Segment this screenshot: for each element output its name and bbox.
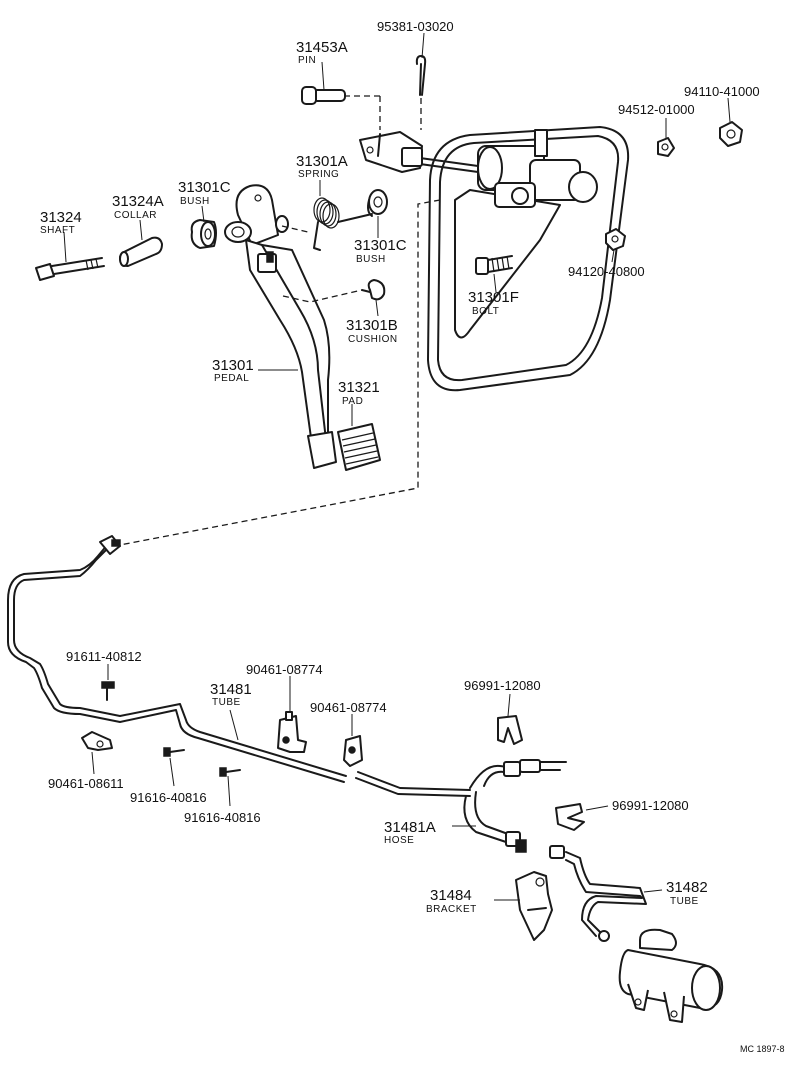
bush-left-number: 31301C xyxy=(178,179,231,196)
collar-31324a xyxy=(119,236,163,267)
bush-right-number: 31301C xyxy=(354,237,407,254)
tube1-number: 31481 xyxy=(210,681,252,698)
screw3-number: 91616-40816 xyxy=(184,810,261,825)
spring-name: SPRING xyxy=(298,169,339,180)
drawing-code: MC 1897-8 xyxy=(740,1044,785,1054)
pin-name: PIN xyxy=(298,55,316,66)
cotter-number: 95381-03020 xyxy=(377,19,454,34)
cushion-name: CUSHION xyxy=(348,334,398,345)
bolt-31301f xyxy=(475,255,513,275)
tube-to-hose xyxy=(355,771,471,797)
screw-91616-a xyxy=(163,747,185,757)
clutch-pedal xyxy=(224,184,337,469)
tube1-name: TUBE xyxy=(212,697,241,708)
bolt-name: BOLT xyxy=(472,306,499,317)
spring-number: 31301A xyxy=(296,153,348,170)
screw2-number: 91616-40816 xyxy=(130,790,207,805)
hose-31481a xyxy=(463,759,567,853)
bracket-31484 xyxy=(515,871,553,941)
shaft-31324 xyxy=(35,257,105,281)
pin-31453a xyxy=(301,86,346,105)
pedal-name: PEDAL xyxy=(214,373,249,384)
part-labels: 31453A PIN 95381-03020 31301A SPRING 313… xyxy=(40,19,785,1054)
nut-mid-number: 94120-40800 xyxy=(568,264,645,279)
nut-94120 xyxy=(605,228,626,251)
tube-31481 xyxy=(7,535,347,783)
clip2-number: 96991-12080 xyxy=(612,798,689,813)
clamp2-number: 90461-08774 xyxy=(310,700,387,715)
release-cylinder xyxy=(618,928,724,1023)
nut-94110 xyxy=(719,121,743,147)
clamp-90461-08774-b xyxy=(343,735,363,767)
bush-31301c-left xyxy=(190,219,217,249)
cushion-31301b xyxy=(361,279,386,301)
bolt-number: 31301F xyxy=(468,289,519,306)
washer-number: 94512-01000 xyxy=(618,102,695,117)
pedal-number: 31301 xyxy=(212,357,254,374)
bush-left-name: BUSH xyxy=(180,196,210,207)
cushion-number: 31301B xyxy=(346,317,398,334)
tube2-name: TUBE xyxy=(670,896,699,907)
clip-96991-right xyxy=(555,803,585,831)
pin-number: 31453A xyxy=(296,39,348,56)
leader-lines xyxy=(63,32,731,901)
bush-right-name: BUSH xyxy=(356,254,386,265)
hose-name: HOSE xyxy=(384,835,414,846)
clamp-90461-08774-a xyxy=(277,711,307,753)
cotter-pin xyxy=(415,55,427,96)
clip1-number: 96991-12080 xyxy=(464,678,541,693)
tube-31482 xyxy=(549,845,647,942)
pad-name: PAD xyxy=(342,396,363,407)
hose-number: 31481A xyxy=(384,819,436,836)
screw1-number: 91611-40812 xyxy=(66,649,142,664)
clamp-90461-08611 xyxy=(81,731,113,751)
shaft-number: 31324 xyxy=(40,209,82,226)
clamp3-number: 90461-08611 xyxy=(48,776,124,791)
screw-91611 xyxy=(101,681,115,701)
washer-94512 xyxy=(657,137,675,157)
bracket-number: 31484 xyxy=(430,887,472,904)
tube2-number: 31482 xyxy=(666,879,708,896)
bush-31301c-right xyxy=(367,189,388,217)
shaft-name: SHAFT xyxy=(40,225,75,236)
pedal-pad xyxy=(337,423,381,471)
return-spring xyxy=(313,197,373,251)
clamp1-number: 90461-08774 xyxy=(246,662,323,677)
collar-name: COLLAR xyxy=(114,210,157,221)
screw-91616-b xyxy=(219,767,241,777)
master-cylinder-assembly xyxy=(359,126,630,392)
collar-number: 31324A xyxy=(112,193,164,210)
bracket-name: BRACKET xyxy=(426,904,477,915)
pad-number: 31321 xyxy=(338,379,380,396)
clip-96991-top xyxy=(497,715,523,745)
nut-top-number: 94110-41000 xyxy=(684,84,760,99)
